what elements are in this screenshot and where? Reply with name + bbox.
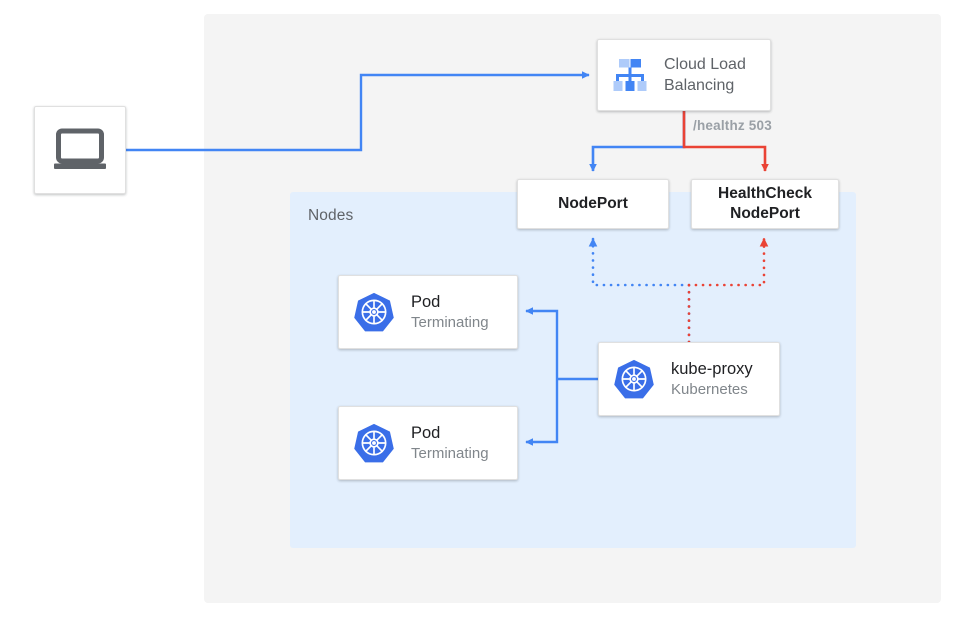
cloud-load-balancing-node[interactable]: Cloud Load Balancing — [597, 39, 771, 111]
pod-status: Terminating — [411, 444, 489, 462]
nodeport-label: NodePort — [558, 195, 628, 213]
kubernetes-icon — [354, 423, 394, 463]
pod-node[interactable]: Pod Terminating — [338, 275, 518, 349]
pod-title: Pod — [411, 292, 441, 311]
nodes-group-label: Nodes — [308, 207, 354, 224]
pod-label-group: Pod Terminating — [411, 292, 489, 333]
cloud-load-balancing-title-line-1: Cloud Load — [664, 55, 746, 73]
healthcheck-nodeport-label-line-2: NodePort — [730, 205, 800, 222]
kube-proxy-subtitle: Kubernetes — [671, 380, 748, 398]
pod-node[interactable]: Pod Terminating — [338, 406, 518, 480]
kubernetes-icon — [354, 292, 394, 332]
kubernetes-icon — [614, 359, 654, 399]
healthz-503-label: /healthz 503 — [693, 118, 772, 133]
pod-label-group: Pod Terminating — [411, 423, 489, 464]
healthcheck-nodeport-label-line-1: HealthCheck — [718, 185, 812, 203]
kube-proxy-label-group: kube-proxy Kubernetes — [671, 359, 753, 400]
laptop-icon — [54, 128, 106, 169]
cloud-load-balancing-icon — [613, 59, 647, 91]
cloud-load-balancing-title-line-2: Balancing — [664, 77, 735, 94]
kube-proxy-node[interactable]: kube-proxy Kubernetes — [598, 342, 780, 416]
nodeport-node[interactable]: NodePort — [517, 179, 669, 229]
pod-title: Pod — [411, 423, 441, 442]
kube-proxy-title: kube-proxy — [671, 359, 753, 378]
healthcheck-nodeport-node[interactable]: HealthCheck NodePort — [691, 179, 839, 229]
pod-status: Terminating — [411, 313, 489, 331]
cloud-load-balancing-label: Cloud Load Balancing — [664, 54, 746, 96]
client-node[interactable] — [34, 106, 126, 194]
healthcheck-nodeport-label: HealthCheck NodePort — [718, 184, 812, 224]
